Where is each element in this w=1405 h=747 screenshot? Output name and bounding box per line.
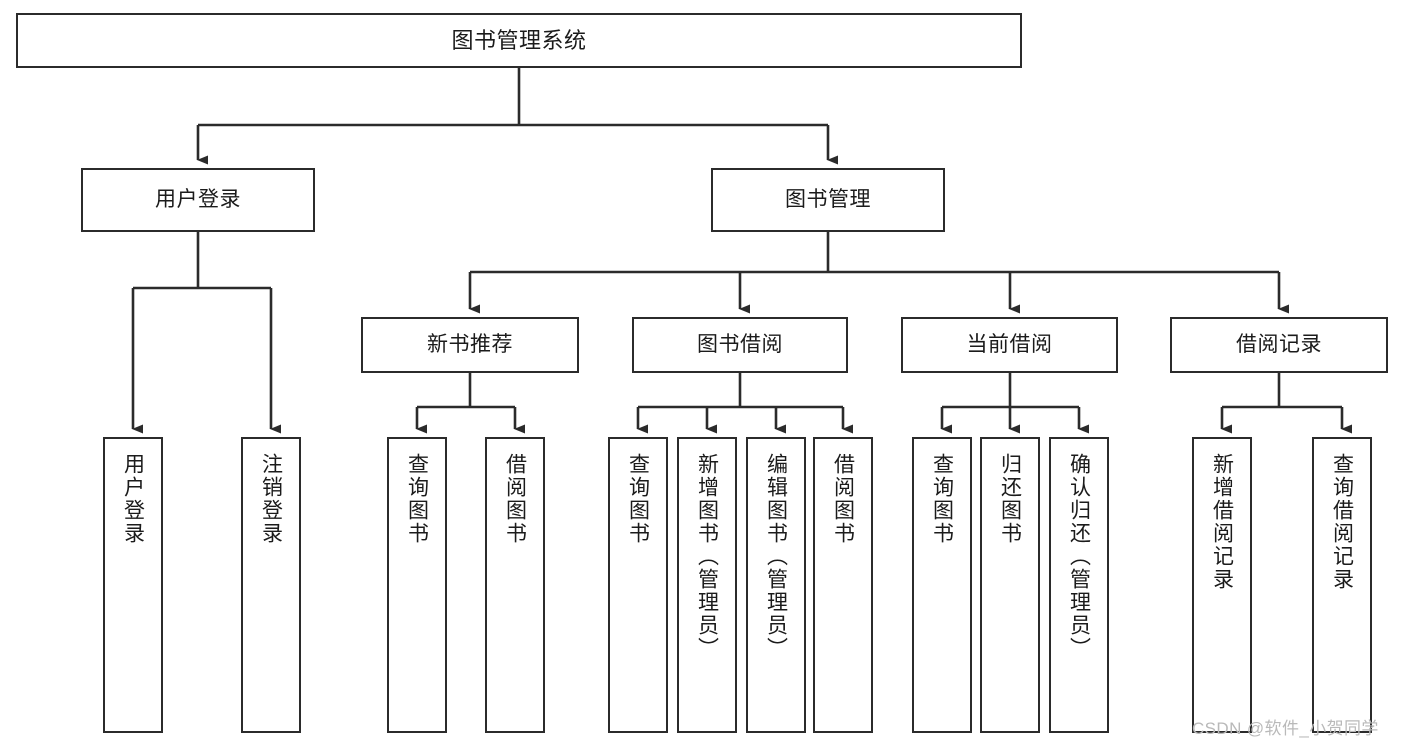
node-user-login[interactable]: 用户登录 xyxy=(81,168,315,232)
node-label: 图书管理系统 xyxy=(451,27,587,53)
leaf-borrow-record-add[interactable]: 新增借阅记录 xyxy=(1192,437,1252,733)
node-label: 查询图书 xyxy=(930,453,954,545)
node-label: 借阅图书 xyxy=(503,453,527,545)
node-new-book-recommend[interactable]: 新书推荐 xyxy=(361,317,579,373)
leaf-book-borrow-edit[interactable]: 编辑图书（管理员） xyxy=(746,437,806,733)
leaf-new-book-borrow[interactable]: 借阅图书 xyxy=(485,437,545,733)
leaf-book-borrow-query[interactable]: 查询图书 xyxy=(608,437,668,733)
leaf-new-book-query[interactable]: 查询图书 xyxy=(387,437,447,733)
node-label: 注销登录 xyxy=(259,453,283,545)
node-label: 借阅图书 xyxy=(831,453,855,545)
leaf-user-login-login[interactable]: 用户登录 xyxy=(103,437,163,733)
node-root-book-management-system[interactable]: 图书管理系统 xyxy=(16,13,1022,68)
leaf-current-borrow-return[interactable]: 归还图书 xyxy=(980,437,1040,733)
node-label: 确认归还（管理员） xyxy=(1067,453,1091,660)
watermark: CSDN @软件_小贺同学 xyxy=(1192,719,1379,738)
node-label: 新增借阅记录 xyxy=(1210,453,1234,591)
node-label: 用户登录 xyxy=(121,453,145,545)
node-label: 新书推荐 xyxy=(427,332,513,356)
node-label: 图书借阅 xyxy=(697,332,783,356)
node-book-borrow[interactable]: 图书借阅 xyxy=(632,317,848,373)
node-label: 新增图书（管理员） xyxy=(695,453,719,660)
node-label: 借阅记录 xyxy=(1236,332,1322,356)
node-borrow-record[interactable]: 借阅记录 xyxy=(1170,317,1388,373)
node-label: 用户登录 xyxy=(155,187,241,211)
leaf-book-borrow-add[interactable]: 新增图书（管理员） xyxy=(677,437,737,733)
leaf-book-borrow-borrow[interactable]: 借阅图书 xyxy=(813,437,873,733)
node-label: 查询借阅记录 xyxy=(1330,453,1354,591)
leaf-current-borrow-query[interactable]: 查询图书 xyxy=(912,437,972,733)
node-label: 编辑图书（管理员） xyxy=(764,453,788,660)
node-label: 当前借阅 xyxy=(966,332,1053,356)
leaf-user-login-logout[interactable]: 注销登录 xyxy=(241,437,301,733)
node-label: 归还图书 xyxy=(998,453,1022,545)
node-label: 查询图书 xyxy=(626,453,650,545)
leaf-borrow-record-query[interactable]: 查询借阅记录 xyxy=(1312,437,1372,733)
node-label: 查询图书 xyxy=(405,453,429,545)
node-book-management[interactable]: 图书管理 xyxy=(711,168,945,232)
node-current-borrow[interactable]: 当前借阅 xyxy=(901,317,1118,373)
leaf-current-borrow-confirm-return[interactable]: 确认归还（管理员） xyxy=(1049,437,1109,733)
node-label: 图书管理 xyxy=(785,187,871,211)
